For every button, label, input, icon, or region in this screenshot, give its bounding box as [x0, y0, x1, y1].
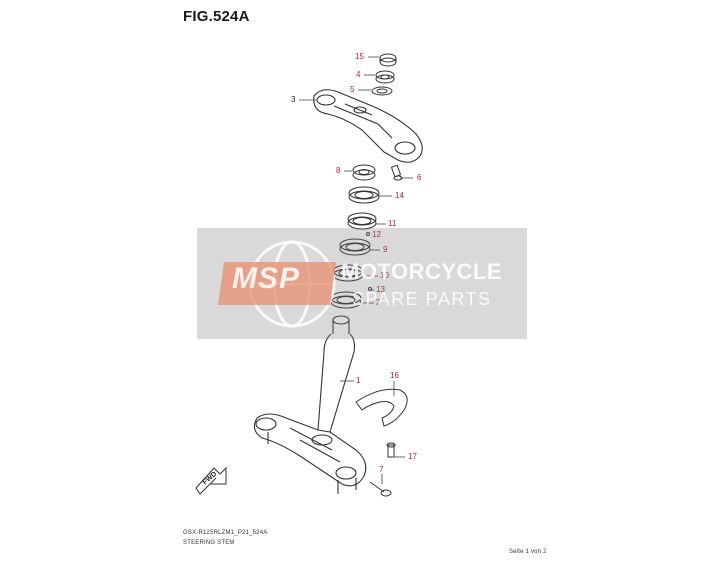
callout-15[interactable]: 15: [355, 52, 364, 61]
fwd-arrow-icon: [195, 466, 227, 495]
callout-9[interactable]: 9: [383, 245, 388, 254]
part-bolt-17[interactable]: [386, 442, 396, 458]
figure-title: FIG.524A: [183, 8, 250, 25]
callout-2[interactable]: 2: [376, 298, 381, 307]
part-nut-8[interactable]: [352, 164, 376, 181]
callout-8[interactable]: 8: [336, 166, 341, 175]
footer-section: STEERING STEM: [183, 540, 235, 546]
part-washer-5[interactable]: [371, 86, 393, 96]
callout-10[interactable]: 10: [380, 271, 389, 280]
part-nut-4[interactable]: [375, 70, 395, 84]
callout-6[interactable]: 6: [417, 173, 422, 182]
part-lock-plate-16[interactable]: [355, 388, 408, 427]
part-bearing-9[interactable]: [339, 238, 371, 256]
part-bolt-7[interactable]: [369, 481, 392, 497]
callout-12[interactable]: 12: [372, 230, 381, 239]
part-ball-13[interactable]: [368, 287, 372, 291]
callout-14[interactable]: 14: [395, 191, 404, 200]
part-race-11[interactable]: [347, 212, 377, 230]
footer-model-code: GSX-R125RLZM1_P21_524A: [183, 530, 268, 536]
watermark-logo-text: MSP: [232, 262, 301, 295]
callout-3[interactable]: 3: [291, 95, 296, 104]
leader-lines: [299, 56, 413, 484]
callout-17[interactable]: 17: [408, 452, 417, 461]
part-ball-12[interactable]: [366, 232, 370, 236]
callout-16[interactable]: 16: [390, 371, 399, 380]
watermark-line1: MOTORCYCLE: [341, 259, 503, 284]
part-upper-bracket-3[interactable]: [313, 89, 423, 163]
callout-7[interactable]: 7: [379, 465, 384, 474]
part-seal-14[interactable]: [348, 186, 380, 204]
part-cap-15[interactable]: [379, 53, 397, 67]
callout-13[interactable]: 13: [376, 285, 385, 294]
callout-4[interactable]: 4: [356, 70, 361, 79]
footer-page: Seite 1 von 2: [509, 549, 547, 555]
callout-11[interactable]: 11: [388, 219, 397, 228]
part-steering-stem-1[interactable]: [253, 315, 367, 494]
callout-1[interactable]: 1: [356, 376, 361, 385]
watermark-line2: SPARE PARTS: [352, 289, 492, 309]
callout-5[interactable]: 5: [350, 85, 355, 94]
